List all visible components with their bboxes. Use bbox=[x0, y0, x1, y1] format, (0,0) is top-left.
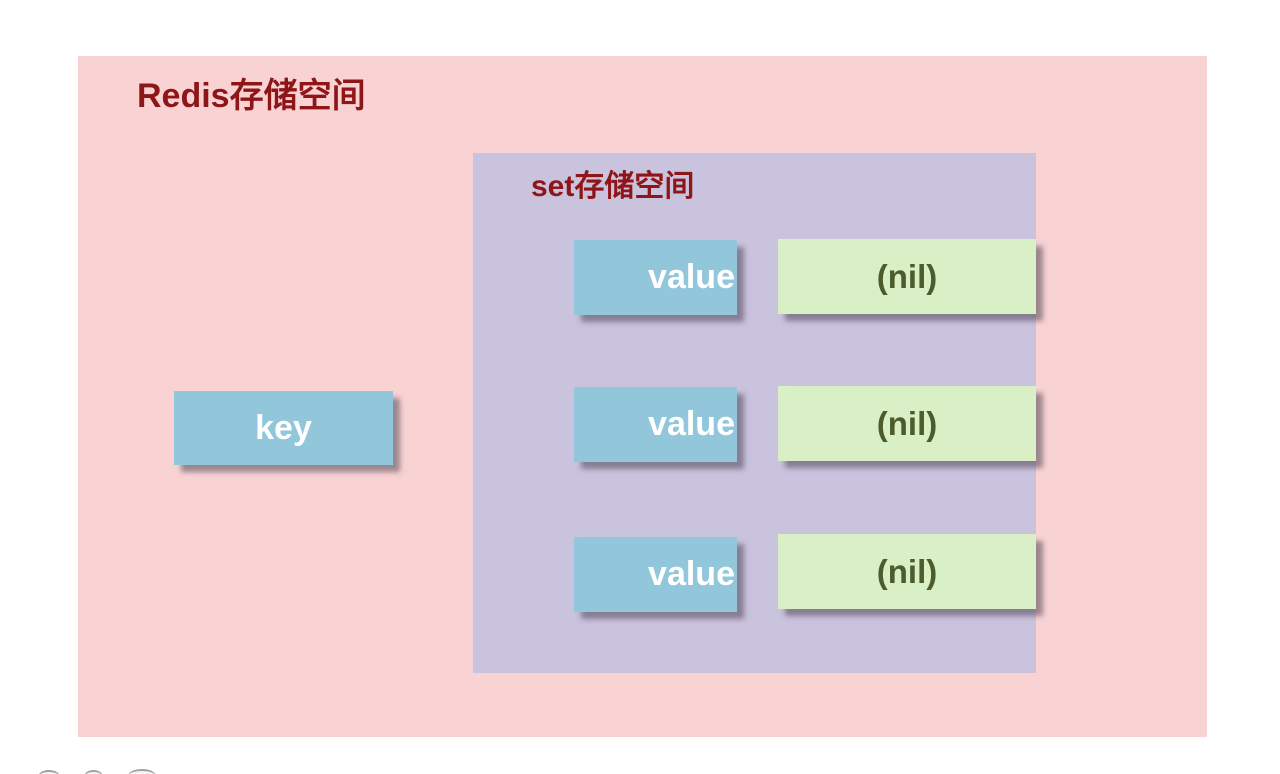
value-box-2-label: value bbox=[648, 405, 735, 443]
value-box-1: value bbox=[574, 240, 737, 315]
value-box-3-label: value bbox=[648, 555, 735, 593]
key-box-label: key bbox=[255, 408, 312, 447]
redis-space-title: Redis存储空间 bbox=[137, 76, 366, 117]
set-storage-space-container: set存储空间 value (nil) value (nil) bbox=[473, 153, 1036, 673]
redis-space-title-zh: 存储空间 bbox=[229, 78, 366, 115]
nil-box-1: (nil) bbox=[778, 239, 1036, 314]
partial-circle-icon bbox=[128, 769, 156, 774]
partial-circle-icon bbox=[84, 770, 103, 774]
key-box: key bbox=[174, 391, 393, 465]
partial-circle-icon bbox=[38, 770, 60, 774]
redis-storage-space-container: Redis存储空间 key set存储空间 value (nil) value bbox=[78, 56, 1207, 737]
nil-box-1-label: (nil) bbox=[876, 257, 938, 295]
value-box-2: value bbox=[574, 387, 737, 462]
nil-box-3: (nil) bbox=[778, 534, 1036, 609]
nil-box-2-label: (nil) bbox=[876, 404, 938, 442]
redis-space-title-en: Redis bbox=[137, 77, 230, 115]
set-space-title-en: set bbox=[531, 170, 575, 203]
nil-box-3-label: (nil) bbox=[876, 552, 938, 590]
set-space-title: set存储空间 bbox=[531, 169, 694, 205]
set-space-title-zh: 存储空间 bbox=[574, 170, 695, 203]
nil-box-2: (nil) bbox=[778, 386, 1036, 461]
value-box-1-label: value bbox=[648, 258, 735, 296]
value-box-3: value bbox=[574, 537, 737, 612]
